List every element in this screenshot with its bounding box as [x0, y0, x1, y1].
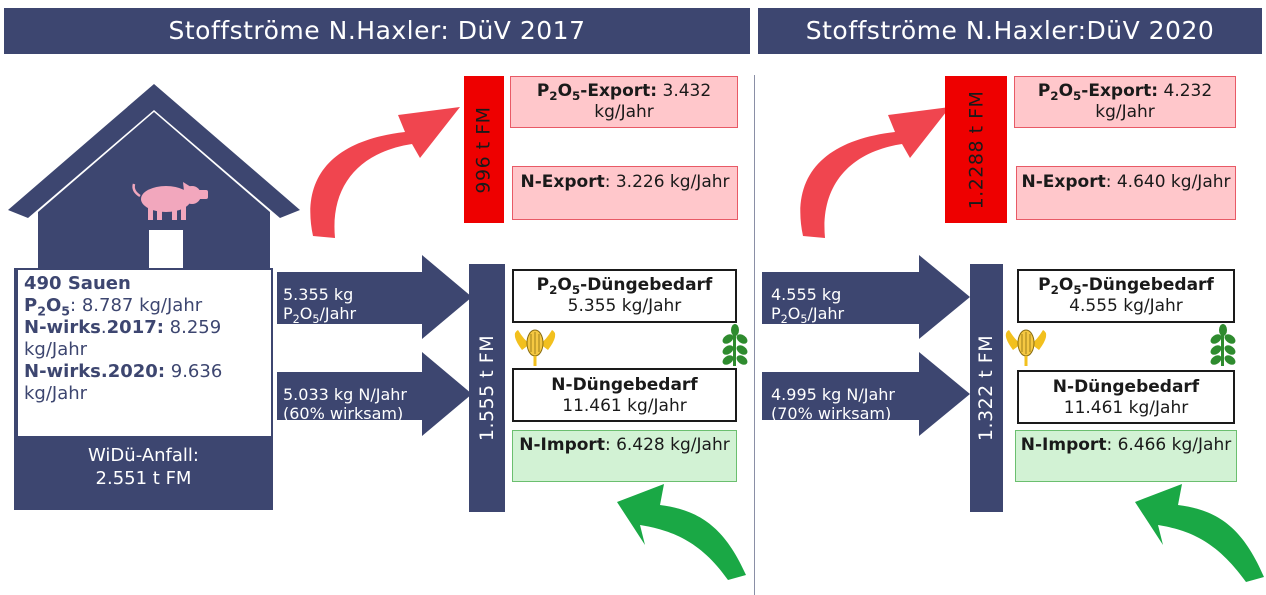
arrow-p-right-label: 4.555 kg P2O5/Jahr	[771, 285, 845, 326]
n-export-right-label: N-Export	[1021, 172, 1106, 192]
sows-count: 490 Sauen	[24, 273, 131, 294]
n-import-right-label: N-Import	[1020, 435, 1107, 455]
export-fm-right: 1.2288 t FM	[945, 76, 1007, 223]
n-need-left-label: N-Düngebedarf	[551, 375, 698, 395]
manure-value: 2.551 t FM	[95, 468, 192, 489]
export-fm-left: 996 t FM	[464, 76, 504, 223]
arrow-p-left-label: 5.355 kg P2O5/Jahr	[283, 285, 357, 326]
barn-icon	[8, 84, 300, 270]
green-curved-arrow-right	[1135, 484, 1264, 582]
p2o5-value: : 8.787 kg/Jahr	[70, 295, 203, 316]
p2o5-label: P2O5	[24, 295, 71, 319]
arrow-n-left-label: 5.033 kg N/Jahr (60% wirksam)	[283, 385, 407, 423]
p-need-left-value: 5.355 kg/Jahr	[567, 296, 682, 316]
export-fm-right-text: 1.2288 t FM	[965, 90, 987, 209]
p-export-left-value: 3.432 kg/Jahr	[594, 81, 712, 122]
arrow-n-left	[277, 352, 472, 436]
manure-label: WiDü-Anfall:	[88, 445, 199, 466]
n-need-right-value: 11.461 kg/Jahr	[1063, 398, 1189, 418]
n-export-right: N-Export: 4.640 kg/Jahr	[1016, 166, 1236, 220]
n-import-right: N-Import: 6.466 kg/Jahr	[1015, 430, 1237, 482]
n2017-value: 8.259 kg/Jahr	[24, 317, 222, 360]
export-fm-left-text: 996 t FM	[473, 105, 495, 194]
p-export-left: P2O5-Export: 3.432 kg/Jahr	[510, 76, 738, 128]
field-fm-right: 1.322 t FM	[970, 264, 1003, 512]
n-import-left-value: : 6.428 kg/Jahr	[604, 435, 730, 455]
n-import-left-label: N-Import	[519, 435, 605, 455]
farm-info-box: 490 Sauen P2O5: 8.787 kg/Jahr N-wirks.20…	[18, 270, 271, 436]
n-import-right-value: : 6.466 kg/Jahr	[1106, 435, 1232, 455]
n-export-left-value: : 3.226 kg/Jahr	[604, 172, 730, 192]
red-curved-arrow-left	[310, 107, 460, 238]
arrow-n-right-label: 4.995 kg N/Jahr (70% wirksam)	[771, 385, 895, 423]
corn-icon-left	[514, 329, 556, 366]
manure-info: WiDü-Anfall: 2.551 t FM	[14, 444, 273, 490]
p-export-right-value: 4.232 kg/Jahr	[1095, 81, 1213, 122]
plant-icon-left	[722, 324, 748, 366]
section-divider	[754, 75, 755, 595]
n-need-right: N-Düngebedarf 11.461 kg/Jahr	[1017, 370, 1235, 424]
n-export-right-value: : 4.640 kg/Jahr	[1105, 172, 1231, 192]
pig-icon	[132, 182, 208, 220]
p-need-right-value: 4.555 kg/Jahr	[1069, 296, 1183, 316]
field-fm-right-text: 1.322 t FM	[975, 334, 998, 442]
n-export-left-label: N-Export	[520, 172, 605, 192]
farm-info-panel: 490 Sauen P2O5: 8.787 kg/Jahr N-wirks.20…	[14, 268, 273, 510]
plant-icon-right	[1210, 324, 1236, 366]
title-left: Stoffströme N.Haxler: DüV 2017	[4, 8, 750, 54]
p-need-left: P2O5-Düngebedarf 5.355 kg/Jahr	[512, 269, 737, 323]
n2020-label: N-wirks.2020:	[24, 361, 166, 382]
field-fm-left: 1.555 t FM	[469, 264, 505, 512]
n2017-label: N-wirks	[24, 317, 101, 338]
corn-icon-right	[1005, 329, 1047, 366]
p-export-right: P2O5-Export: 4.232 kg/Jahr	[1014, 76, 1236, 128]
arrow-n-right	[762, 352, 970, 436]
field-fm-left-text: 1.555 t FM	[476, 334, 498, 442]
title-right-text: Stoffströme N.Haxler:DüV 2020	[805, 16, 1215, 45]
arrow-p-left	[277, 255, 472, 339]
green-curved-arrow-left	[617, 484, 746, 580]
p-need-right: P2O5-Düngebedarf 4.555 kg/Jahr	[1017, 269, 1235, 323]
n-need-right-label: N-Düngebedarf	[1052, 377, 1200, 397]
n2020-value: 9.636 kg/Jahr	[24, 361, 223, 404]
n-export-left: N-Export: 3.226 kg/Jahr	[512, 166, 738, 220]
n-need-left-value: 11.461 kg/Jahr	[562, 396, 687, 416]
n2017-year: 2017:	[106, 317, 164, 338]
red-curved-arrow-right	[800, 107, 950, 238]
title-left-text: Stoffströme N.Haxler: DüV 2017	[168, 16, 586, 45]
n-need-left: N-Düngebedarf 11.461 kg/Jahr	[512, 368, 737, 422]
n-import-left: N-Import: 6.428 kg/Jahr	[512, 430, 737, 482]
arrow-p-right	[762, 255, 970, 339]
title-right: Stoffströme N.Haxler:DüV 2020	[758, 8, 1262, 54]
